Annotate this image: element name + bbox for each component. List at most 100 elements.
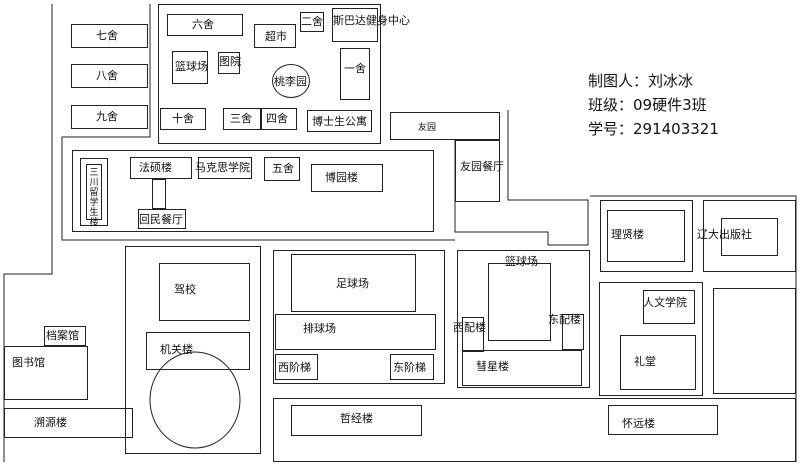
she10-building[interactable] bbox=[160, 108, 206, 130]
football-field-label: 足球场 bbox=[336, 277, 369, 290]
admin-label: 机关楼 bbox=[160, 343, 193, 356]
football-field[interactable] bbox=[291, 254, 416, 312]
archives-label: 档案馆 bbox=[46, 329, 79, 342]
huixing-label: 彗星楼 bbox=[476, 360, 509, 373]
humanities-label: 人文学院 bbox=[643, 296, 687, 309]
east-stairs-building[interactable] bbox=[390, 354, 434, 380]
west-stairs-label: 西阶梯 bbox=[278, 361, 311, 374]
supermarket-label: 超市 bbox=[265, 30, 287, 43]
volleyball-court[interactable] bbox=[275, 314, 436, 350]
youyuan-canteen-label: 友园餐厅 bbox=[460, 160, 504, 173]
east-annex-building[interactable] bbox=[562, 314, 584, 350]
she9-building[interactable] bbox=[71, 105, 148, 129]
she4-building[interactable] bbox=[261, 108, 297, 130]
phd-apartment-label: 博士生公寓 bbox=[312, 115, 367, 128]
basketball-court-north[interactable] bbox=[172, 51, 208, 84]
taoli-garden-label: 桃李园 bbox=[274, 75, 307, 88]
lixian-label: 理贤楼 bbox=[611, 228, 644, 241]
driving-school-area[interactable] bbox=[159, 263, 250, 321]
she6-building[interactable] bbox=[167, 14, 243, 36]
auditorium-label: 礼堂 bbox=[634, 355, 656, 368]
she1-label: 一舍 bbox=[344, 62, 366, 75]
phd-apartment-building[interactable] bbox=[307, 110, 372, 132]
basketball-court-north-label: 篮球场 bbox=[175, 60, 208, 73]
road-outline-east bbox=[454, 110, 589, 246]
she5-label: 五舍 bbox=[272, 162, 294, 175]
she3-label: 三舍 bbox=[230, 112, 252, 125]
west-annex-building[interactable] bbox=[462, 317, 484, 352]
boyuan-building[interactable] bbox=[311, 164, 383, 192]
west-annex-label: 西配楼 bbox=[453, 321, 486, 334]
she7-label: 七舍 bbox=[96, 29, 118, 42]
basketball-court-south-label: 篮球场 bbox=[505, 255, 538, 268]
lixian-building[interactable] bbox=[607, 210, 685, 262]
north-campus-block bbox=[158, 4, 381, 144]
taoli-garden[interactable] bbox=[272, 64, 310, 98]
she7-building[interactable] bbox=[71, 24, 148, 48]
gym-building[interactable] bbox=[332, 8, 378, 42]
boyuan-label: 博园楼 bbox=[325, 171, 358, 184]
youyuan-area[interactable] bbox=[390, 112, 500, 140]
marx-school-label: 马克思学院 bbox=[195, 161, 250, 174]
she1-building[interactable] bbox=[340, 48, 370, 100]
suyuan-label: 溯源楼 bbox=[34, 416, 67, 429]
lixian-area bbox=[600, 200, 693, 272]
huaiyuan-label: 怀远楼 bbox=[622, 417, 655, 430]
huaiyuan-building[interactable] bbox=[608, 405, 718, 435]
basketball-court-south[interactable] bbox=[488, 263, 551, 341]
huixing-block bbox=[457, 250, 590, 388]
library-small-building[interactable] bbox=[218, 52, 240, 74]
youyuan-canteen-building[interactable] bbox=[455, 140, 500, 202]
auditorium-building[interactable] bbox=[620, 335, 696, 390]
volleyball-court-label: 排球场 bbox=[303, 322, 336, 335]
southwest-block bbox=[125, 246, 261, 454]
track-oval bbox=[149, 351, 241, 449]
library-label: 图书馆 bbox=[12, 356, 45, 369]
she2-building[interactable] bbox=[300, 12, 324, 32]
humanities-building[interactable] bbox=[643, 290, 695, 324]
admin-building[interactable] bbox=[146, 332, 250, 370]
library-building[interactable] bbox=[4, 346, 88, 400]
library-small-label: 图院 bbox=[219, 55, 241, 68]
fashuo-building[interactable] bbox=[130, 157, 192, 179]
east-annex-label: 东配楼 bbox=[548, 313, 581, 326]
she2-label: 二舍 bbox=[301, 15, 323, 28]
east-empty-block bbox=[713, 288, 796, 394]
zhejing-building[interactable] bbox=[291, 405, 422, 436]
road-outline-southeast bbox=[590, 195, 797, 462]
middle-campus-block bbox=[72, 150, 434, 232]
supermarket-building[interactable] bbox=[254, 24, 296, 48]
marx-school-building[interactable] bbox=[198, 157, 252, 179]
she9-label: 九舍 bbox=[96, 110, 118, 123]
youyuan-label: 友园 bbox=[418, 123, 437, 133]
author-text: 制图人：刘冰冰 bbox=[588, 72, 694, 90]
hui-canteen-label: 回民餐厅 bbox=[139, 213, 183, 226]
sanchuan-building[interactable] bbox=[80, 158, 108, 226]
she6-label: 六舍 bbox=[192, 18, 214, 31]
she4-label: 四舍 bbox=[266, 112, 288, 125]
she8-building[interactable] bbox=[71, 64, 148, 88]
press-area bbox=[703, 200, 796, 272]
sanchuan-label: 三川留学生楼 bbox=[89, 168, 99, 228]
class-text: 班级：09硬件3班 bbox=[588, 96, 707, 114]
gym-label: 斯巴达健身中心 bbox=[333, 14, 410, 27]
she3-building[interactable] bbox=[223, 108, 261, 130]
east-stairs-label: 东阶梯 bbox=[393, 361, 426, 374]
suyuan-building[interactable] bbox=[4, 408, 133, 438]
zhejing-label: 哲经楼 bbox=[340, 412, 373, 425]
south-strip bbox=[273, 398, 796, 462]
she8-label: 八舍 bbox=[96, 69, 118, 82]
road-outline-center bbox=[61, 4, 455, 241]
fashuo-label: 法硕楼 bbox=[139, 161, 172, 174]
archives-building[interactable] bbox=[44, 326, 86, 346]
sanchuan-building-inner bbox=[86, 164, 102, 220]
west-stairs-building[interactable] bbox=[275, 354, 318, 380]
huixing-building[interactable] bbox=[462, 350, 582, 386]
she5-building[interactable] bbox=[264, 157, 300, 181]
press-building[interactable] bbox=[721, 218, 778, 256]
driving-school-label: 驾校 bbox=[174, 283, 196, 296]
fashuo-connector bbox=[152, 179, 166, 209]
press-label: 辽大出版社 bbox=[697, 228, 752, 241]
hui-canteen-building[interactable] bbox=[138, 209, 186, 229]
auditorium-area bbox=[599, 282, 703, 396]
